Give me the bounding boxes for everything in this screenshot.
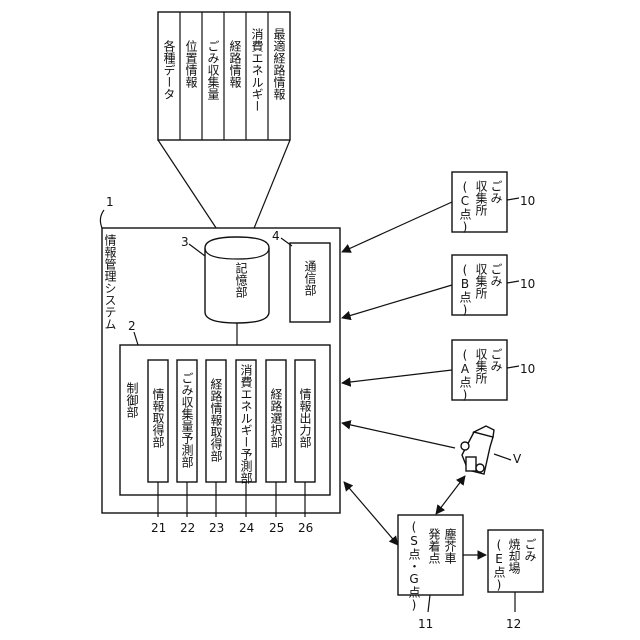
incinerator-box: ごみ 焼却場 (E点) 12 (488, 530, 543, 631)
comm-label: 通信部 (303, 260, 317, 296)
unit-route-selection: 経路選択部 (269, 388, 283, 448)
unit-ref-26: 26 (298, 521, 313, 535)
garbage-truck-icon: V (461, 426, 522, 474)
station-b-line2: 収集所 (474, 263, 488, 299)
data-item-various: 各種データ (162, 39, 176, 100)
storage-data-table: 各種データ 位置情報 ごみ収集量 経路情報 消費エネルギー 最適経路情報 (158, 12, 290, 140)
depot-point: (S点・G点) (407, 520, 421, 612)
control-label: 制御部 (125, 382, 139, 418)
unit-garbage-prediction: ごみ収集量予測部 (180, 372, 194, 468)
arrow-station-b (342, 285, 452, 318)
unit-info-output: 情報出力部 (298, 388, 312, 448)
unit-ref-23: 23 (209, 521, 224, 535)
system-ref: 1 (106, 195, 114, 209)
station-a-point: (A点) (458, 348, 472, 402)
depot-line1: 塵芥車 (443, 527, 457, 565)
unit-info-acquisition: 情報取得部 (151, 388, 165, 448)
station-a-ref: 10 (520, 362, 535, 376)
unit-ref-25: 25 (269, 521, 284, 535)
garbage-station-a: ごみ 収集所 (A点) 10 (452, 340, 535, 402)
unit-ref-22: 22 (180, 521, 195, 535)
depot-box: 塵芥車 発着点 (S点・G点) 11 (398, 515, 463, 631)
arrow-depot-vehicle (436, 476, 465, 514)
station-b-point: (B点) (458, 263, 472, 317)
station-b-line1: ごみ (489, 263, 503, 287)
control-ref: 2 (128, 319, 136, 333)
data-item-garbage-amount: ごみ収集量 (206, 40, 220, 100)
incinerator-ref: 12 (506, 617, 521, 631)
depot-ref: 11 (418, 617, 433, 631)
station-b-ref: 10 (520, 277, 535, 291)
station-a-line2: 収集所 (474, 348, 488, 384)
arrow-station-c (342, 202, 452, 252)
garbage-station-b: ごみ 収集所 (B点) 10 (452, 255, 535, 317)
unit-energy-prediction: 消費エネルギー予測部 (239, 364, 253, 484)
data-item-energy: 消費エネルギー (250, 28, 264, 112)
station-c-point: (C点) (458, 180, 472, 234)
station-c-line1: ごみ (489, 180, 503, 204)
unit-ref-21: 21 (151, 521, 166, 535)
arrow-station-a (342, 370, 452, 383)
comm-ref: 4 (272, 229, 280, 243)
data-item-optimal-route: 最適経路情報 (272, 28, 286, 101)
arrow-vehicle-to-system (342, 423, 455, 448)
unit-ref-24: 24 (239, 521, 254, 535)
vehicle-ref: V (513, 452, 522, 466)
data-item-route: 経路情報 (228, 40, 242, 89)
unit-route-acquisition: 経路情報取得部 (209, 378, 223, 462)
station-a-line1: ごみ (489, 348, 503, 372)
incinerator-line2: 焼却場 (507, 538, 521, 575)
garbage-station-c: ごみ 収集所 (C点) 10 (452, 172, 535, 234)
incinerator-line1: ごみ (523, 538, 537, 562)
arrow-depot-system (344, 482, 398, 545)
depot-line2: 発着点 (427, 528, 441, 564)
incinerator-point: (E点) (492, 538, 506, 592)
station-c-ref: 10 (520, 194, 535, 208)
storage-ref: 3 (181, 235, 189, 249)
station-c-line2: 収集所 (474, 180, 488, 216)
data-item-position: 位置情報 (184, 39, 198, 89)
storage-label: 記憶部 (234, 261, 248, 298)
system-title: 情報管理システム (103, 234, 117, 330)
